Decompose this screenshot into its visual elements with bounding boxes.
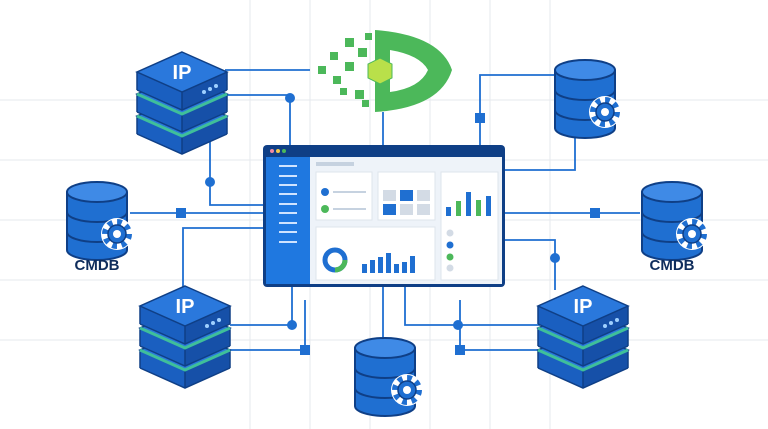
logo-eye-icon: [318, 30, 452, 112]
database-bottom: [354, 337, 423, 417]
cmdb-label: CMDB: [75, 257, 120, 274]
ip-label: IP: [173, 62, 192, 84]
dashboard-sidebar: [266, 157, 310, 284]
ip-server-stack-bottom-left: IP: [140, 286, 230, 388]
gear-icon: [391, 374, 423, 406]
dashboard-window: [263, 145, 505, 287]
gear-icon: [589, 96, 621, 128]
ip-server-stack-bottom-right: IP: [538, 286, 628, 388]
database-cmdb-left: CMDB: [66, 181, 133, 274]
cmdb-label: CMDB: [650, 257, 695, 274]
ip-server-stack-top-left: IP: [137, 52, 227, 154]
connector-nodes: [176, 93, 600, 355]
database-cmdb-right: CMDB: [641, 181, 708, 274]
gear-icon: [101, 218, 133, 250]
gear-icon: [676, 218, 708, 250]
connector-lines: [130, 69, 640, 351]
database-top-right: [554, 59, 621, 139]
ip-label: IP: [176, 296, 195, 318]
ip-label: IP: [574, 296, 593, 318]
